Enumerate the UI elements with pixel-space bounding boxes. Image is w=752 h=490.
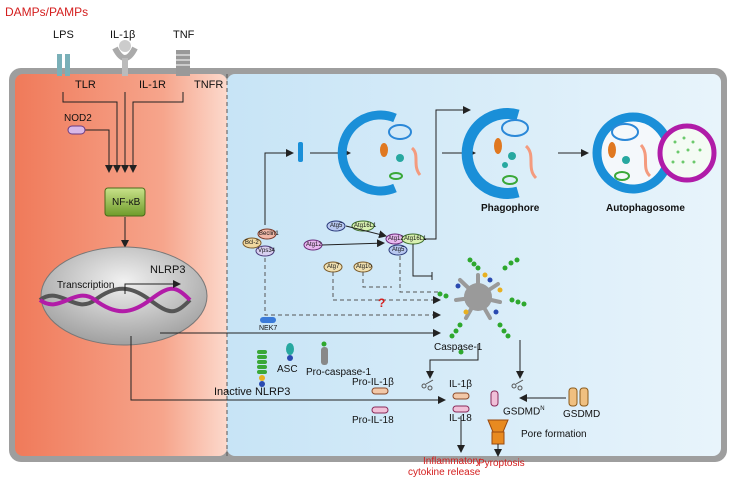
atg5-label: Atg5 <box>330 223 343 229</box>
vps34-label: Vps34 <box>258 248 276 254</box>
scissors-icon-left <box>421 379 434 391</box>
gsdmdn-icon <box>490 390 499 407</box>
nek7-label: NEK7 <box>259 325 278 332</box>
tnfr-receptor-icon <box>176 50 190 76</box>
autophagosome-label: Autophagosome <box>606 203 685 214</box>
atg-arrows <box>321 106 471 280</box>
phagophore-label: Phagophore <box>481 203 540 214</box>
caspase1-dot <box>458 349 464 355</box>
transcription-arrow <box>124 280 181 294</box>
nek7-icon <box>260 317 276 323</box>
scissors-icon-right <box>511 379 524 391</box>
isolation-membrane-icon <box>298 142 303 162</box>
inflammatory-label-1: Inflammatory <box>423 456 481 467</box>
atg16l1-label-a: Atg16L1 <box>354 223 377 229</box>
nlrp3-label: NLRP3 <box>150 264 186 276</box>
question-mark: ? <box>378 296 386 310</box>
pro-il18-label: Pro-IL-18 <box>352 415 394 426</box>
header-title: DAMPs/PAMPs <box>5 5 89 19</box>
nfkb-label: NF-κB <box>112 197 141 208</box>
tnf-label: TNF <box>173 29 195 41</box>
inflammatory-label-2: cytokine release <box>408 467 481 478</box>
gsdmdn-superscript: N <box>540 406 545 412</box>
caspase1-label: Caspase-1 <box>434 342 483 353</box>
tlr-label: TLR <box>75 79 96 91</box>
pro-caspase1-label: Pro-caspase-1 <box>306 367 372 378</box>
atg5-label-b: Atg5 <box>392 247 405 253</box>
atg-dashed-inhibit <box>399 256 440 293</box>
il18-label: IL-18 <box>449 413 472 424</box>
pro-caspase1-icon <box>321 341 328 365</box>
pyroptosis-label: Pyroptosis <box>478 458 525 469</box>
asc-icon <box>286 343 294 361</box>
phagophore-icon <box>461 108 538 199</box>
atg12-label-a: Atg12 <box>306 242 322 248</box>
gsdmd-label: GSDMD <box>563 409 601 420</box>
il1b-label: IL-1β <box>449 379 472 390</box>
nod2-icon <box>67 125 86 135</box>
il1r-label: IL-1R <box>139 79 166 91</box>
atg-proteins <box>303 220 425 273</box>
pro-il1b-icon <box>371 387 389 395</box>
inactive-nlrp3-icon <box>257 350 267 387</box>
beclin-up-arrow <box>264 149 294 225</box>
il1r-receptor-icon <box>112 40 138 76</box>
beclin-dashed-arrow <box>264 258 441 319</box>
nod2-label: NOD2 <box>64 113 92 124</box>
pore-icon <box>487 419 509 445</box>
autophagosome-icon <box>592 112 717 194</box>
receptor-arrows <box>62 92 184 173</box>
atg12-label-b: Atg12 <box>388 236 404 242</box>
pore-formation-label: Pore formation <box>521 429 587 440</box>
dna-helix-icon <box>38 286 192 314</box>
pro-il1b-label: Pro-IL-1β <box>352 377 394 388</box>
il1b-icon <box>452 392 470 400</box>
inactive-nlrp3-label: Inactive NLRP3 <box>214 386 291 398</box>
atg7-label: Atg7 <box>327 264 340 270</box>
gsdmd-icon <box>568 387 589 407</box>
gsdmdn-text: GSDMD <box>503 406 541 418</box>
nfkb-box <box>104 187 146 217</box>
lps-label: LPS <box>53 29 74 41</box>
membrane-expansion-icon <box>337 110 422 196</box>
nucleus <box>40 246 208 346</box>
tlr-receptor-icon <box>57 54 70 76</box>
il1b-ligand-label: IL-1β <box>110 29 136 41</box>
question-dashed <box>362 272 392 288</box>
tnfr-label: TNFR <box>194 79 224 91</box>
asc-label: ASC <box>277 364 298 375</box>
atg7-10-dashed <box>332 272 441 304</box>
atg16l1-label-b: Atg16L1 <box>404 236 427 242</box>
pro-cytokine-line <box>130 336 446 404</box>
pro-il18-icon <box>371 406 389 414</box>
inflammasome-icon <box>437 257 527 339</box>
transcription-label: Transcription <box>57 280 115 291</box>
beclin-complex-icon <box>242 228 277 257</box>
beclin1-label: Beclin1 <box>259 231 279 237</box>
il18-icon <box>452 405 470 413</box>
caspase-arrows <box>426 340 524 379</box>
atg10-label: Atg10 <box>356 264 372 270</box>
gsdmdn-label: GSDMDN <box>503 406 545 417</box>
bcl2-label: Bcl-2 <box>245 240 259 246</box>
